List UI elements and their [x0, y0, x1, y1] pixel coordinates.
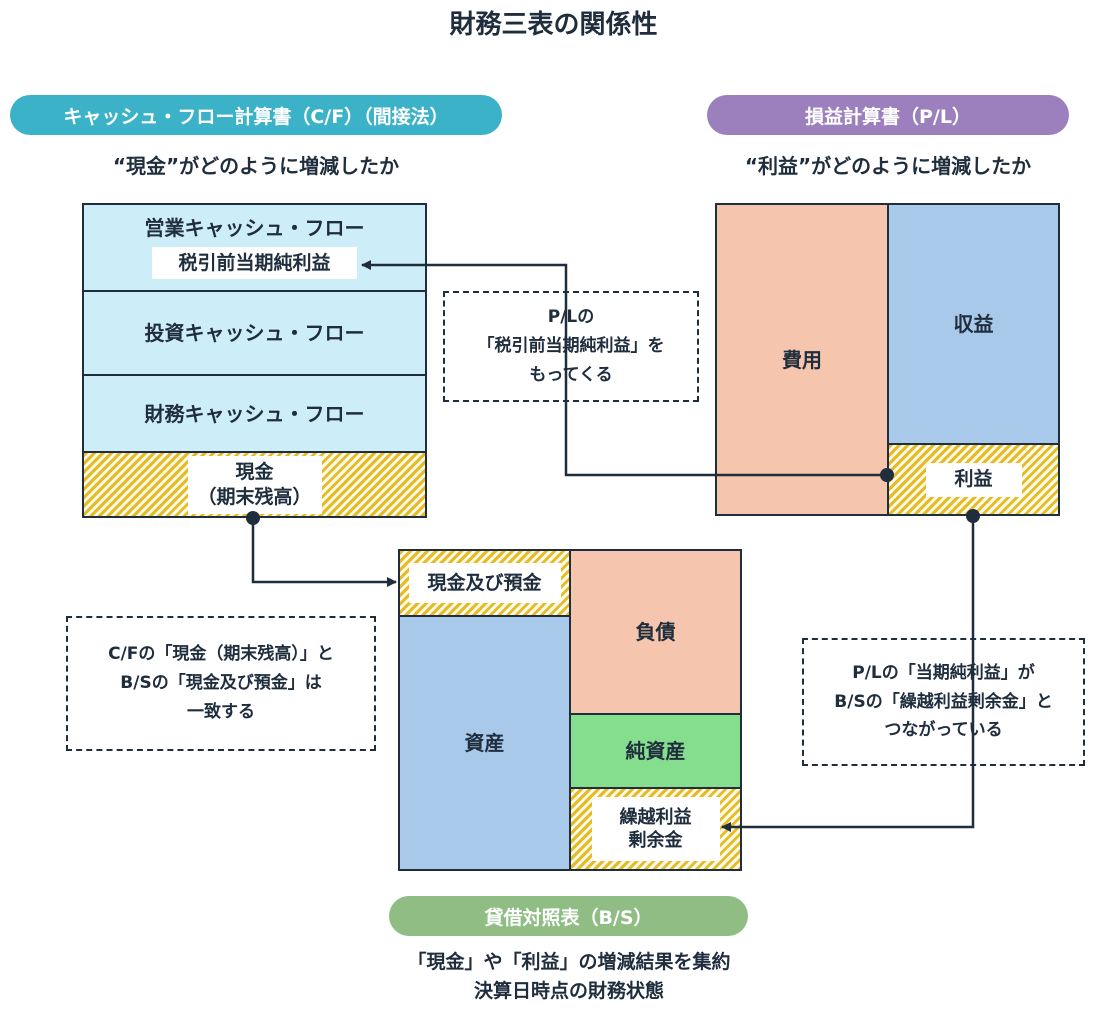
connector-dot-cf-cash [246, 511, 260, 525]
bs-net-assets-label: 純資産 [625, 739, 686, 763]
cf-investing-block: 投資キャッシュ・フロー [82, 290, 427, 376]
bs-retained-label-1: 繰越利益 [619, 806, 692, 828]
bs-header-pill: 貸借対照表（B/S） [389, 896, 748, 936]
note-pl-to-bs-line-1: P/Lの「当期純利益」が [852, 662, 1035, 683]
bs-cash-deposits-block: 現金及び預金 [398, 549, 571, 617]
note-pl-to-cf-line-3: もってくる [529, 364, 613, 385]
cf-subtitle: “現金”がどのように増減したか [112, 154, 400, 178]
bs-retained-earnings-box: 繰越利益 剰余金 [591, 797, 720, 861]
pl-revenue-label: 収益 [953, 312, 994, 336]
cf-operating-label: 営業キャッシュ・フロー [144, 216, 365, 240]
pl-expenses-label: 費用 [782, 347, 822, 372]
note-cf-to-bs-line-1: C/Fの「現金（期末残高）」と [108, 644, 334, 665]
bs-cash-deposits-label: 現金及び預金 [427, 571, 542, 594]
cf-pretax-income-label: 税引前当期純利益 [178, 251, 331, 274]
pl-header-label: 損益計算書（P/L） [805, 105, 971, 128]
connector-dot-pl-profit-bottom [966, 509, 980, 523]
cf-financing-block: 財務キャッシュ・フロー [82, 374, 427, 453]
bs-caption: 「現金」や「利益」の増減結果を集約 決算日時点の財務状態 [330, 948, 808, 1005]
bs-cash-deposits-box: 現金及び預金 [408, 563, 561, 603]
bs-caption-line-2: 決算日時点の財務状態 [473, 979, 664, 1002]
pl-subtitle: “利益”がどのように増減したか [744, 154, 1032, 178]
pl-profit-box: 利益 [925, 462, 1022, 497]
bs-retained-earnings-block: 繰越利益 剰余金 [569, 787, 742, 871]
cf-operating-block: 営業キャッシュ・フロー 税引前当期純利益 [82, 203, 427, 292]
bs-caption-line-1: 「現金」や「利益」の増減結果を集約 [407, 951, 731, 973]
pl-profit-label: 利益 [954, 468, 993, 491]
note-cf-to-bs-line-2: B/Sの「現金及び預金」は [120, 673, 322, 694]
bs-net-assets-block: 純資産 [569, 713, 742, 789]
connector-pl-profit-to-cf-pretax [361, 260, 887, 477]
pl-expenses-block: 費用 [715, 203, 889, 516]
cf-header-label: キャッシュ・フロー計算書（C/F）（間接法） [63, 105, 449, 128]
connector-pl-profit-to-bs-retained [721, 516, 975, 832]
cf-financing-label: 財務キャッシュ・フロー [144, 401, 365, 426]
note-cf-to-bs: C/Fの「現金（期末残高）」と B/Sの「現金及び預金」は 一致する [66, 616, 376, 751]
note-pl-to-bs: P/Lの「当期純利益」が B/Sの「繰越利益剰余金」と つながっている [802, 638, 1085, 766]
bs-assets-label: 資産 [464, 731, 505, 755]
bs-liabilities-block: 負債 [569, 549, 742, 715]
cf-investing-label: 投資キャッシュ・フロー [144, 321, 365, 345]
cf-cash-label-1: 現金 [235, 460, 274, 483]
note-pl-to-cf-line-2: 「税引前当期純利益」を [477, 336, 665, 357]
cf-cash-box: 現金 （期末残高） [187, 455, 322, 514]
note-pl-to-cf-line-1: P/Lの [547, 307, 595, 328]
note-cf-to-bs-line-3: 一致する [187, 701, 255, 722]
connector-cf-cash-to-bs-cash [251, 518, 397, 587]
cf-cash-label-2: （期末残高） [197, 485, 312, 508]
bs-retained-label-2: 剰余金 [628, 830, 683, 851]
pl-header-pill: 損益計算書（P/L） [707, 95, 1069, 135]
pl-revenue-block: 収益 [887, 203, 1060, 445]
connector-dot-pl-profit [880, 468, 894, 482]
bs-liabilities-label: 負債 [635, 620, 676, 644]
cf-header-pill: キャッシュ・フロー計算書（C/F）（間接法） [10, 95, 502, 135]
note-pl-to-cf: P/Lの 「税引前当期純利益」を もってくる [443, 291, 699, 402]
note-pl-to-bs-line-2: B/Sの「繰越利益剰余金」と [834, 691, 1053, 712]
cf-pretax-income-box: 税引前当期純利益 [152, 247, 357, 279]
bs-header-label: 貸借対照表（B/S） [484, 906, 653, 929]
diagram-title: 財務三表の関係性 [449, 10, 658, 40]
